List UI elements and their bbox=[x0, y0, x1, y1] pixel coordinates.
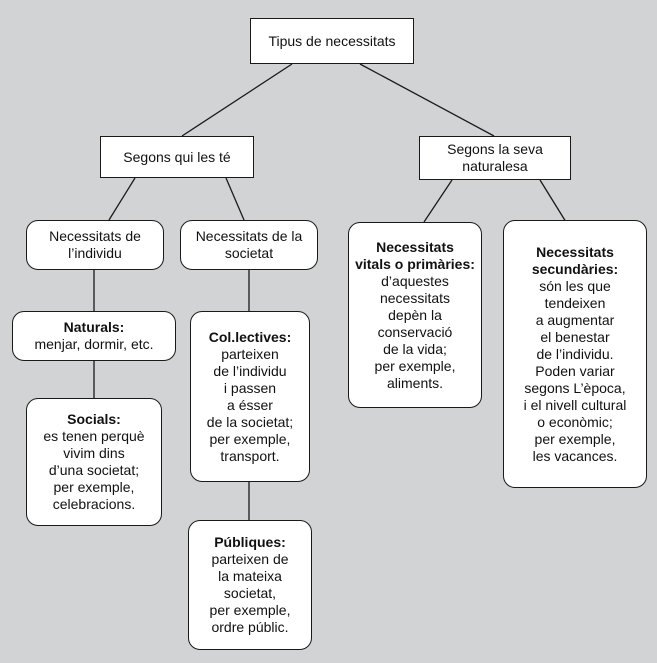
text-line: per exemple, bbox=[53, 479, 135, 495]
node-socials-title: Socials: bbox=[67, 411, 121, 427]
text-line: es tenen perquè bbox=[43, 428, 145, 444]
text-line: per exemple, bbox=[209, 602, 291, 618]
text-line: de l’individu. bbox=[536, 345, 614, 362]
node-collectives-title: Col.lectives: bbox=[208, 328, 292, 345]
node-necessitats-societat-title: Necessitats de la societat bbox=[196, 228, 303, 262]
text-line: de la societat; bbox=[206, 413, 294, 430]
title-line: naturalesa bbox=[462, 158, 528, 174]
edge-qui-societat bbox=[225, 177, 245, 221]
node-necessitats-vitals-text: d’aquestes necessitats depèn la conserva… bbox=[375, 273, 456, 392]
text-line: d’aquestes bbox=[381, 272, 449, 289]
text-line: transport. bbox=[220, 447, 280, 464]
title-line: Necessitats bbox=[536, 243, 614, 260]
text-line: conservació bbox=[377, 323, 453, 340]
node-necessitats-societat: Necessitats de la societat bbox=[180, 220, 318, 270]
node-root: Tipus de necessitats bbox=[250, 18, 414, 64]
text-line: d’una societat; bbox=[48, 462, 140, 478]
text-line: tendeixen bbox=[544, 294, 606, 311]
text-line: de l’individu bbox=[213, 362, 287, 379]
node-publiques-text: parteixen de la mateixa societat, per ex… bbox=[210, 551, 291, 636]
text-line: les vacances. bbox=[532, 447, 618, 464]
text-line: ordre públic. bbox=[211, 619, 289, 635]
node-segons-qui-title: Segons qui les té bbox=[123, 148, 231, 165]
title-line: Segons la seva bbox=[447, 141, 543, 157]
title-line: Necessitats de bbox=[49, 228, 141, 244]
node-necessitats-secundaries-text: són les que tendeixen a augmentar el ben… bbox=[524, 278, 627, 465]
node-collectives: Col.lectives: parteixen de l’individu i … bbox=[190, 311, 310, 482]
text-line: parteixen de bbox=[211, 551, 289, 567]
node-root-title: Tipus de necessitats bbox=[268, 32, 396, 49]
text-line: parteixen bbox=[221, 345, 279, 362]
text-line: menjar, dormir, etc. bbox=[34, 336, 154, 352]
text-line: de la vida; bbox=[383, 340, 447, 357]
text-line: necessitats bbox=[379, 289, 451, 306]
title-line: societat bbox=[224, 245, 274, 261]
text-line: i passen bbox=[223, 379, 277, 396]
node-necessitats-secundaries-title: Necessitats secundàries: bbox=[532, 244, 618, 278]
edge-root-naturalesa bbox=[359, 63, 495, 137]
node-publiques: Públiques: parteixen de la mateixa socie… bbox=[188, 520, 312, 650]
node-publiques-title: Públiques: bbox=[214, 534, 286, 550]
text-line: celebracions. bbox=[52, 496, 136, 512]
text-line: aliments. bbox=[386, 374, 444, 391]
title-line: Necessitats bbox=[376, 238, 454, 255]
node-necessitats-vitals-title: Necessitats vitals o primàries: bbox=[355, 239, 475, 273]
node-naturals: Naturals: menjar, dormir, etc. bbox=[12, 311, 176, 361]
node-socials-text: es tenen perquè vivim dins d’una societa… bbox=[43, 428, 144, 513]
title-line: secundàries: bbox=[531, 260, 619, 277]
node-naturals-title: Naturals: bbox=[63, 319, 125, 335]
text-line: per exemple, bbox=[374, 357, 456, 374]
text-line: el benestar bbox=[540, 328, 610, 345]
text-line: són les que bbox=[539, 277, 611, 294]
node-necessitats-vitals: Necessitats vitals o primàries: d’aquest… bbox=[348, 222, 482, 408]
text-line: societat, bbox=[223, 585, 277, 601]
edge-root-qui bbox=[181, 63, 293, 137]
edge-naturalesa-vitals bbox=[423, 179, 453, 223]
node-collectives-text: parteixen de l’individu i passen a ésser… bbox=[207, 346, 293, 465]
text-line: i el nivell cultural bbox=[523, 396, 627, 413]
node-segons-naturalesa-title: Segons la seva naturalesa bbox=[447, 141, 543, 175]
node-necessitats-secundaries: Necessitats secundàries: són les que ten… bbox=[503, 220, 647, 488]
node-naturals-text: menjar, dormir, etc. bbox=[34, 336, 153, 353]
text-line: segons L’època, bbox=[524, 379, 626, 396]
title-line: vitals o primàries: bbox=[355, 255, 475, 272]
title-line: Necessitats de la bbox=[195, 228, 303, 244]
node-necessitats-individu: Necessitats de l’individu bbox=[26, 220, 164, 270]
text-line: depèn la bbox=[388, 306, 442, 323]
text-line: a ésser bbox=[227, 396, 273, 413]
text-line: vivim dins bbox=[63, 445, 125, 461]
text-line: per exemple, bbox=[209, 430, 291, 447]
text-line: Poden variar bbox=[535, 362, 615, 379]
edge-qui-individu bbox=[108, 177, 136, 221]
title-line: l’individu bbox=[68, 245, 122, 261]
text-line: o econòmic; bbox=[537, 413, 613, 430]
text-line: la mateixa bbox=[218, 568, 282, 584]
node-socials: Socials: es tenen perquè vivim dins d’un… bbox=[26, 398, 162, 526]
edge-naturalesa-secundaries bbox=[539, 179, 567, 223]
text-line: per exemple, bbox=[534, 430, 616, 447]
text-line: a augmentar bbox=[535, 311, 615, 328]
node-segons-naturalesa: Segons la seva naturalesa bbox=[419, 136, 571, 180]
node-necessitats-individu-title: Necessitats de l’individu bbox=[49, 228, 141, 262]
node-segons-qui: Segons qui les té bbox=[100, 136, 254, 178]
